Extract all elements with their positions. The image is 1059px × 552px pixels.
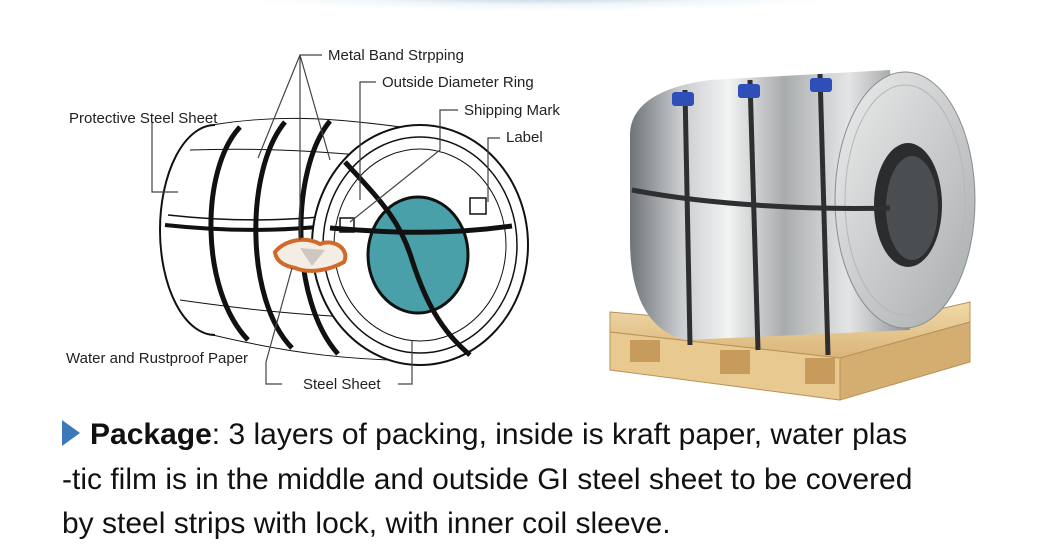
arrow-right-icon bbox=[62, 420, 80, 446]
label-water-paper: Water and Rustproof Paper bbox=[66, 350, 248, 367]
label-protective-sheet: Protective Steel Sheet bbox=[69, 110, 218, 127]
caption-line-2: -tic film is in the middle and outside G… bbox=[62, 462, 913, 496]
caption-line-3: by steel strips with lock, with inner co… bbox=[62, 507, 671, 540]
label-label: Label bbox=[506, 129, 543, 146]
caption-keyword: Package bbox=[90, 418, 212, 451]
steel-coil bbox=[630, 70, 976, 356]
label-outside-ring: Outside Diameter Ring bbox=[382, 74, 534, 91]
label-steel-sheet: Steel Sheet bbox=[303, 376, 381, 393]
caption-separator: : bbox=[211, 418, 221, 451]
package-caption: Package: 3 layers of packing, inside is … bbox=[62, 413, 1022, 547]
coil-packaging-diagram: Metal Band Strpping Outside Diameter Rin… bbox=[66, 47, 560, 393]
caption-line1-text: 3 layers of packing, inside is kraft pap… bbox=[220, 418, 908, 451]
leader-lines bbox=[151, 54, 500, 385]
label-metal-band: Metal Band Strpping bbox=[328, 47, 464, 64]
packed-coil-photo bbox=[609, 70, 976, 401]
caption-line-1: Package: 3 layers of packing, inside is … bbox=[62, 413, 1022, 458]
coil-drawing bbox=[159, 117, 529, 366]
label-shipping-mark: Shipping Mark bbox=[464, 102, 560, 119]
top-glow bbox=[240, 0, 840, 10]
